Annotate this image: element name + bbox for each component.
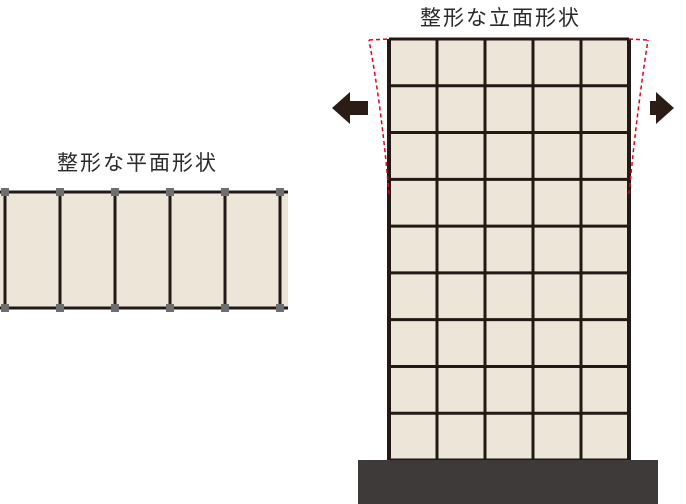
deformation-top-right bbox=[628, 38, 649, 41]
plan-joint bbox=[1, 188, 9, 196]
plan-panel-fill bbox=[0, 192, 288, 308]
plan-joint bbox=[56, 304, 64, 312]
plan-joint bbox=[56, 188, 64, 196]
plan-joint bbox=[166, 304, 174, 312]
plan-joint bbox=[111, 304, 119, 312]
elevation-shape-label: 整形な立面形状 bbox=[420, 6, 581, 30]
left-arrow-icon bbox=[332, 92, 368, 124]
elevation-facade-fill bbox=[389, 39, 629, 460]
plan-joint bbox=[276, 304, 284, 312]
plan-joint bbox=[166, 188, 174, 196]
right-arrow-icon bbox=[650, 92, 674, 124]
plan-joint bbox=[221, 188, 229, 196]
deformation-line-left bbox=[368, 39, 390, 195]
elevation-shape-diagram bbox=[332, 37, 674, 504]
plan-joint bbox=[1, 304, 9, 312]
plan-joint bbox=[276, 188, 284, 196]
deformation-top-left bbox=[368, 38, 390, 41]
plan-joint bbox=[221, 304, 229, 312]
plan-shape-diagram bbox=[0, 188, 288, 312]
plan-joint bbox=[111, 188, 119, 196]
ground-base bbox=[358, 460, 658, 504]
plan-shape-label: 整形な平面形状 bbox=[57, 151, 218, 175]
deformation-line-right bbox=[628, 39, 649, 195]
